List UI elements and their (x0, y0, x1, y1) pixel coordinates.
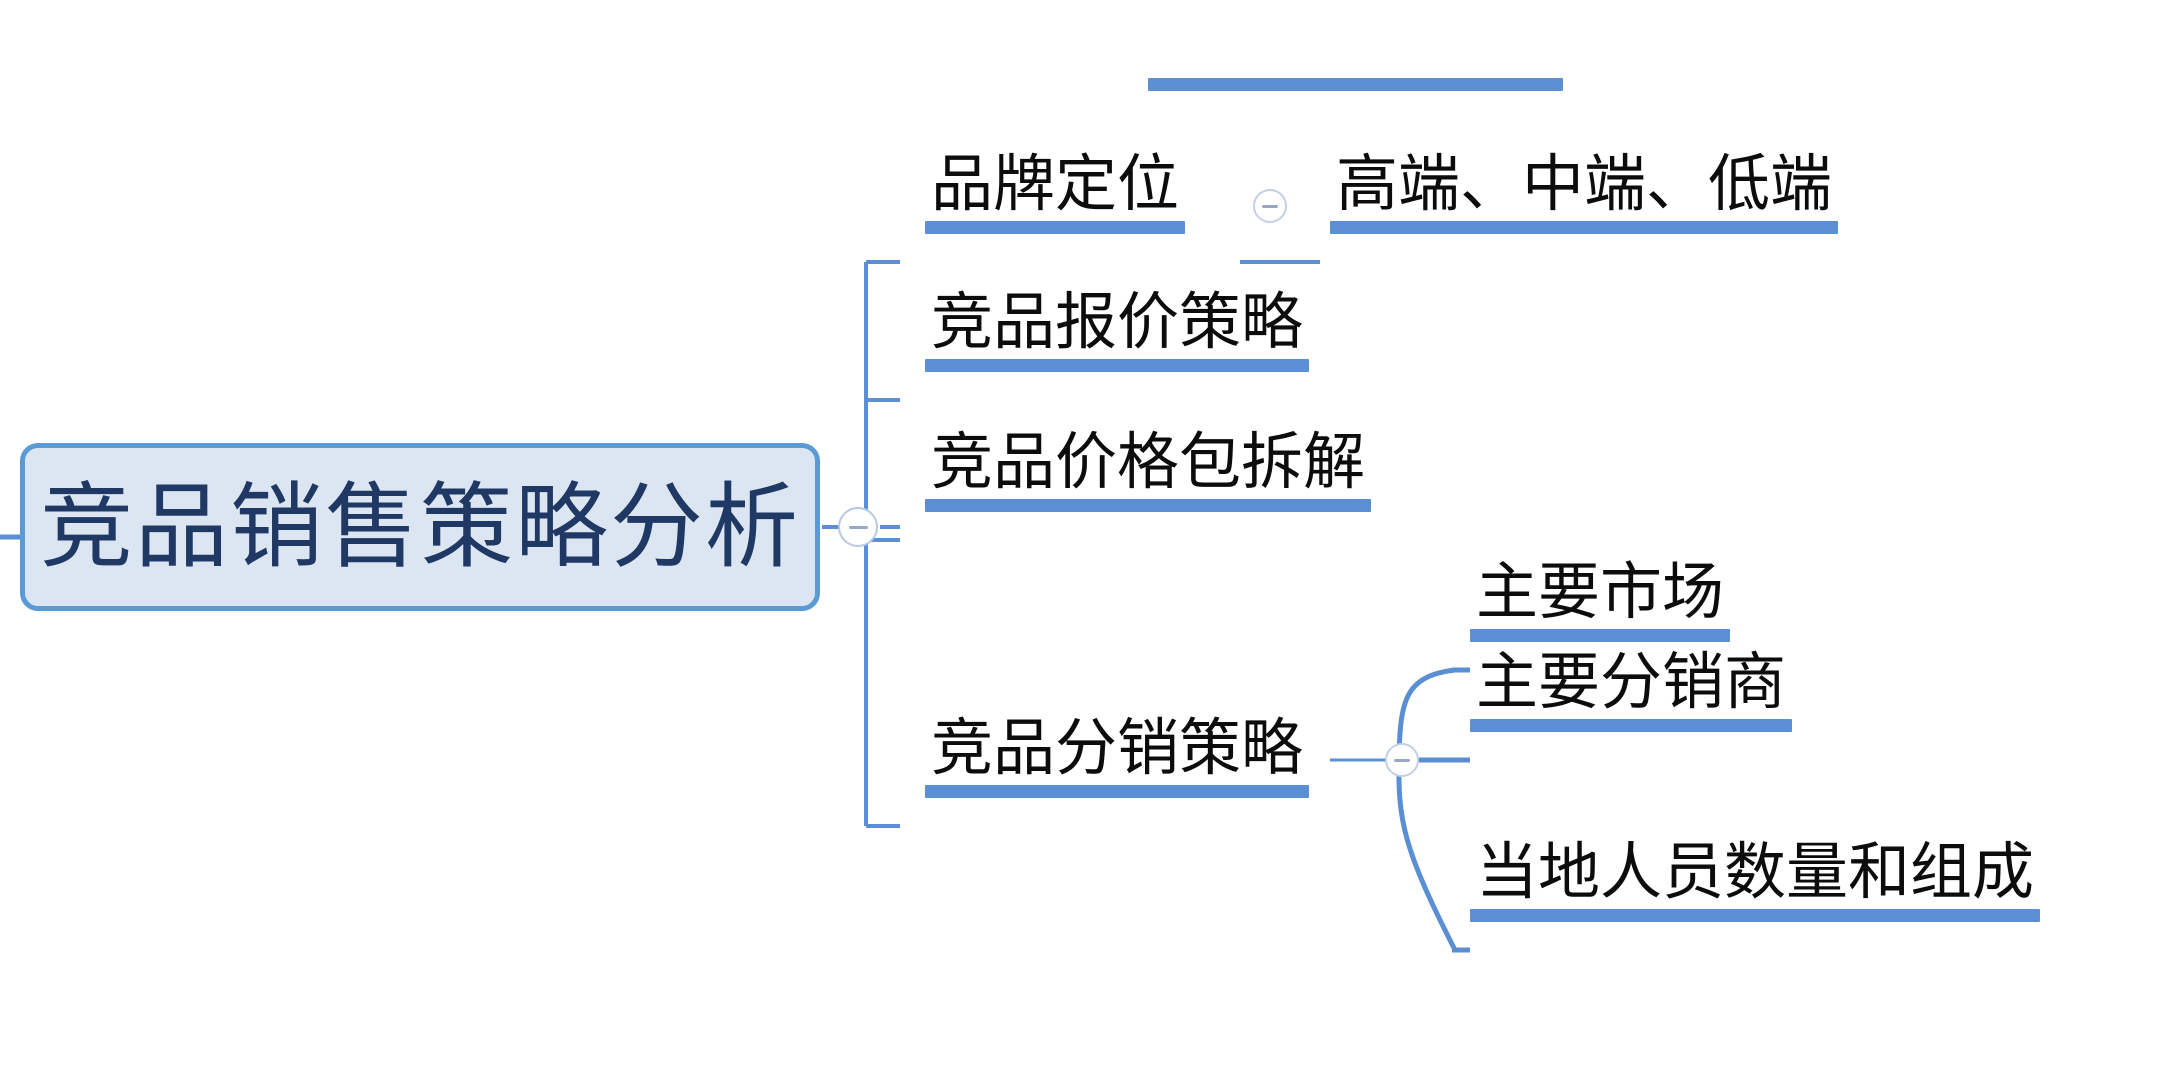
leaf-underline-local-headcount (1470, 909, 2040, 923)
branch-underline-distribution-strategy (925, 785, 1309, 799)
leaf-node-main-distributors[interactable]: 主要分销商 (1470, 648, 1792, 733)
leaf-underline-tiers (1330, 221, 1838, 235)
branch-node-brand-positioning[interactable]: 品牌定位 (925, 150, 1185, 235)
brand-positioning-toggle[interactable] (1253, 189, 1287, 223)
leaf-node-local-headcount[interactable]: 当地人员数量和组成 (1470, 838, 2040, 923)
leaf-label-main-distributors: 主要分销商 (1476, 648, 1787, 717)
leaf-label-main-markets: 主要市场 (1476, 558, 1725, 627)
branch-node-quote-strategy[interactable]: 竞品报价策略 (925, 288, 1309, 373)
leaf-node-main-markets[interactable]: 主要市场 (1470, 558, 1730, 643)
root-node-label: 竞品销售策略分析 (40, 474, 800, 579)
root-node[interactable]: 竞品销售策略分析 (20, 443, 820, 611)
leaf-label-tiers: 高端、中端、低端 (1336, 150, 1833, 219)
root-collapse-toggle[interactable] (838, 507, 878, 547)
branch-underline-price-package (925, 499, 1371, 513)
branch-label-distribution-strategy: 竞品分销策略 (931, 714, 1304, 783)
clipped-top-node[interactable] (1148, 78, 1563, 91)
minus-icon (1262, 204, 1278, 208)
distribution-strategy-toggle[interactable] (1385, 743, 1419, 777)
branch-underline-quote-strategy (925, 359, 1309, 373)
branch-label-brand-positioning: 品牌定位 (931, 150, 1180, 219)
minus-icon (1394, 758, 1410, 762)
subbrace-distribution (1396, 667, 1458, 953)
leaf-underline-main-distributors (1470, 719, 1792, 733)
leaf-node-tiers[interactable]: 高端、中端、低端 (1330, 150, 1838, 235)
branch-node-price-package[interactable]: 竞品价格包拆解 (925, 428, 1371, 513)
branch-underline-brand-positioning (925, 221, 1185, 235)
branch-node-distribution-strategy[interactable]: 竞品分销策略 (925, 714, 1309, 799)
clipped-top-node-underline (1148, 78, 1563, 91)
branch-label-quote-strategy: 竞品报价策略 (931, 288, 1304, 357)
branch-label-price-package: 竞品价格包拆解 (931, 428, 1366, 497)
minus-icon (848, 525, 868, 529)
leaf-label-local-headcount: 当地人员数量和组成 (1476, 838, 2035, 907)
leaf-underline-main-markets (1470, 629, 1730, 643)
